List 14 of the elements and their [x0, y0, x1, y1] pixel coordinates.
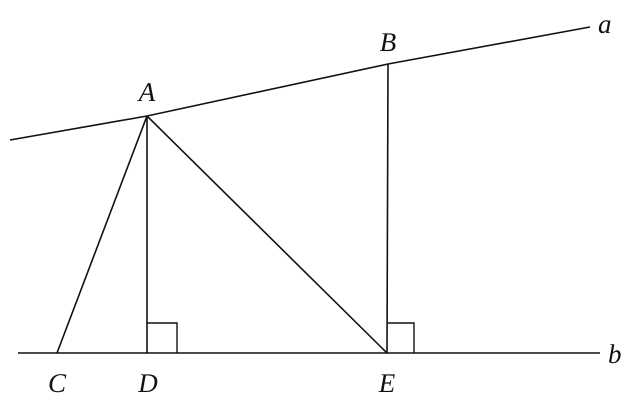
- line-segment: [386, 64, 389, 353]
- line-label: a: [598, 10, 612, 38]
- line-label: b: [608, 340, 622, 368]
- point-label: B: [380, 28, 396, 56]
- line-segment: [146, 63, 388, 117]
- point-label: E: [378, 369, 396, 397]
- point-label: D: [138, 369, 158, 397]
- line-segment: [57, 352, 147, 354]
- line-segment: [56, 116, 148, 354]
- line-segment: [146, 116, 148, 353]
- line-segment: [147, 352, 387, 354]
- point-label: C: [48, 369, 66, 397]
- line-segment: [146, 115, 388, 354]
- point-label: A: [138, 78, 156, 106]
